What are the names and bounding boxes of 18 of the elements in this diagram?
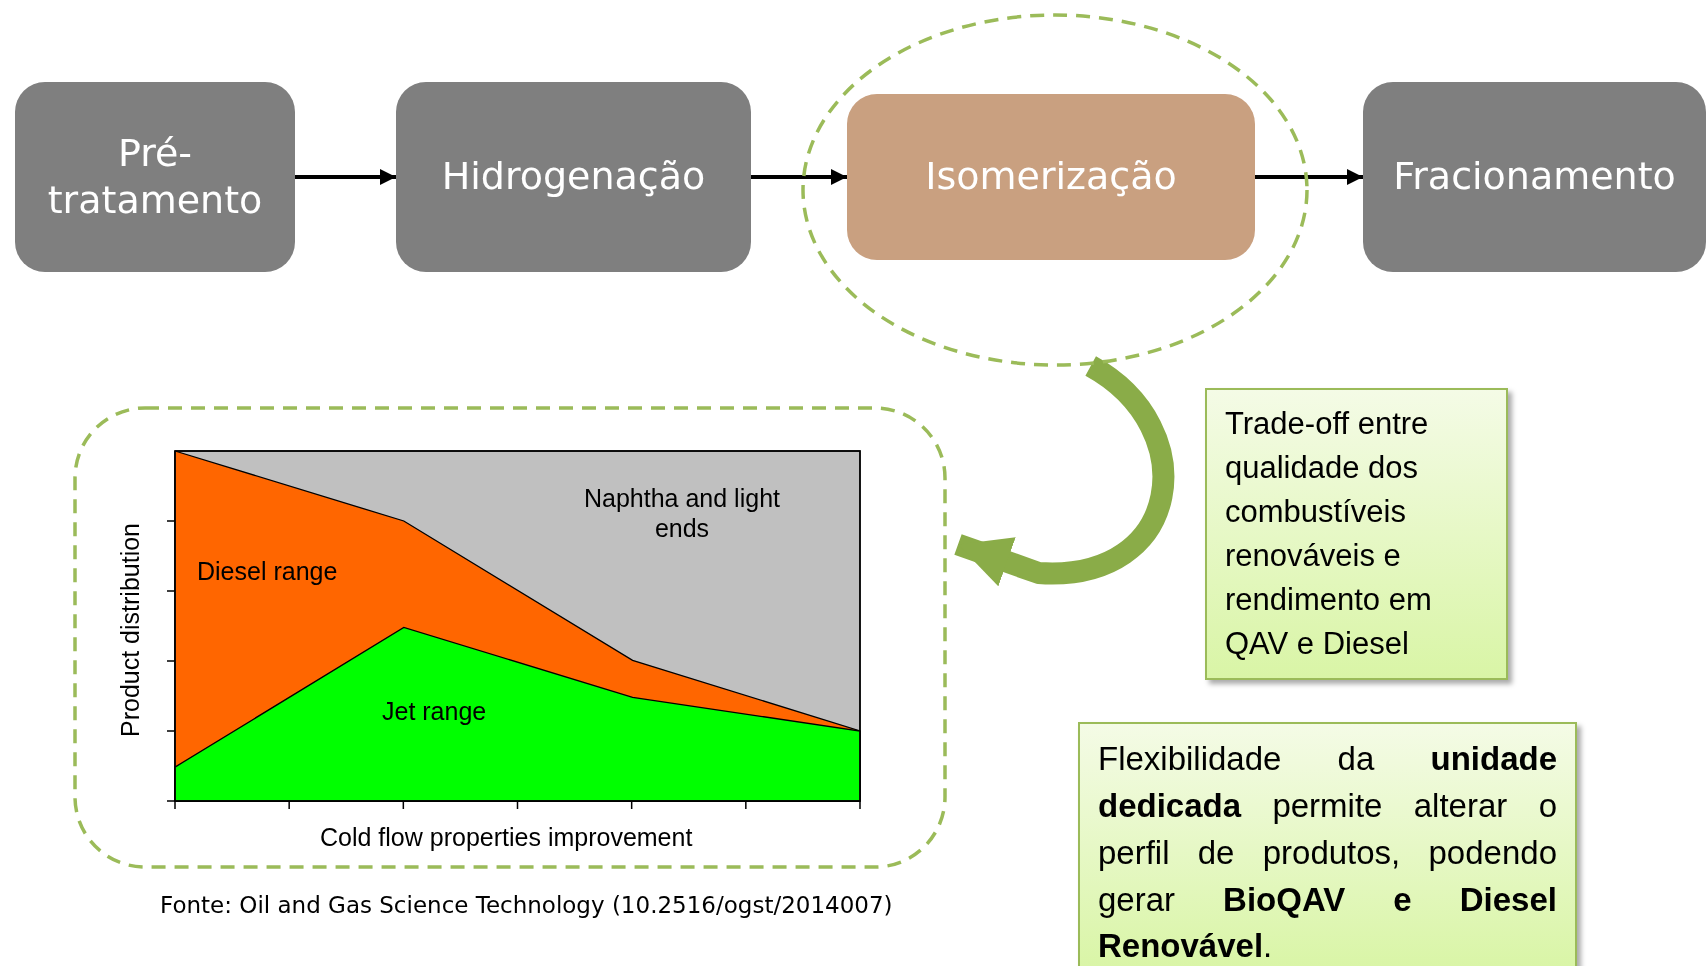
process-box: Isomerização bbox=[847, 94, 1255, 260]
area-label: Naphtha and light ends bbox=[583, 483, 781, 543]
process-box: Fracionamento bbox=[1363, 82, 1706, 272]
arrow bbox=[295, 169, 396, 185]
source-caption: Fonte: Oil and Gas Science Technology (10.2516/ogst/2014007) bbox=[160, 892, 893, 918]
curved-arrow bbox=[954, 356, 1175, 587]
axis-title: Product distribution bbox=[115, 523, 145, 737]
area-label: Jet range bbox=[382, 697, 487, 726]
dashed-ellipse bbox=[800, 12, 1310, 368]
dashed-frame bbox=[72, 405, 948, 870]
area-label: Diesel range bbox=[197, 557, 338, 586]
process-box: Hidrogenação bbox=[396, 82, 751, 272]
note-box: Flexibilidade da unidade dedicada permite alterar o perfil de produtos, podendo gerar BioQAV e Diesel Renovável. bbox=[1078, 722, 1577, 966]
arrow bbox=[1255, 169, 1363, 185]
axis-title: Cold flow properties improvement bbox=[320, 823, 693, 852]
process-box: Pré-tratamento bbox=[15, 82, 295, 272]
note-box: Trade-off entre qualidade dos combustíveis renováveis e rendimento em QAV e Diesel bbox=[1205, 388, 1508, 680]
arrow bbox=[751, 169, 847, 185]
